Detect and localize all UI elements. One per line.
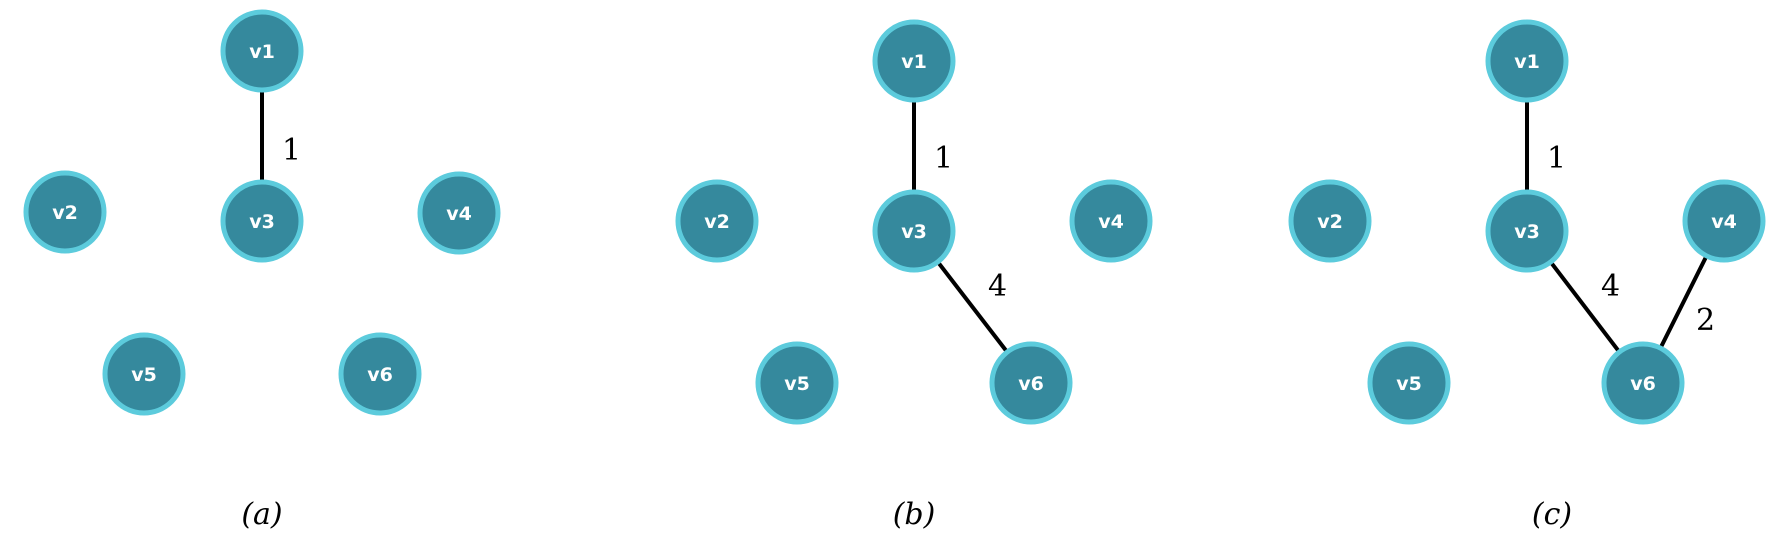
node-v1: v1 <box>872 19 956 103</box>
node-label: v3 <box>901 221 927 243</box>
node-circle <box>989 341 1073 425</box>
node-label: v6 <box>367 364 393 386</box>
node-label: v1 <box>1514 51 1540 73</box>
node-v4: v4 <box>1682 179 1766 263</box>
panel-a: v1 v2 v3 v4 v5 v6 1 (a) <box>23 9 501 532</box>
node-circle <box>1069 179 1153 263</box>
node-v4: v4 <box>1069 179 1153 263</box>
edge-weight-label: 1 <box>934 141 953 176</box>
node-circle <box>1288 179 1372 263</box>
node-v5: v5 <box>102 332 186 416</box>
node-label: v1 <box>249 41 275 63</box>
panel-b: v1 v2 v3 v4 v5 v6 1 4 (b) <box>675 19 1153 532</box>
node-v3: v3 <box>220 179 304 263</box>
node-label: v4 <box>1098 211 1124 233</box>
node-circle <box>23 170 107 254</box>
node-label: v4 <box>446 203 472 225</box>
node-v6: v6 <box>338 332 422 416</box>
panel-caption: (c) <box>1532 497 1572 532</box>
node-circle <box>872 189 956 273</box>
node-circle <box>755 341 839 425</box>
edge-weight-label: 2 <box>1696 303 1715 338</box>
node-label: v2 <box>52 202 78 224</box>
node-v2: v2 <box>23 170 107 254</box>
node-circle <box>1485 19 1569 103</box>
node-circle <box>872 19 956 103</box>
node-v2: v2 <box>675 179 759 263</box>
node-label: v5 <box>1396 373 1422 395</box>
node-v1: v1 <box>1485 19 1569 103</box>
node-label: v3 <box>249 211 275 233</box>
node-circle <box>102 332 186 416</box>
node-circle <box>220 9 304 93</box>
node-circle <box>220 179 304 263</box>
node-v5: v5 <box>1367 341 1451 425</box>
node-circle <box>1367 341 1451 425</box>
node-circle <box>1601 341 1685 425</box>
node-v5: v5 <box>755 341 839 425</box>
node-v4: v4 <box>417 171 501 255</box>
panel-caption: (a) <box>241 497 282 532</box>
node-label: v5 <box>131 364 157 386</box>
edge-weight-label: 4 <box>1601 269 1620 304</box>
node-circle <box>1485 189 1569 273</box>
node-label: v5 <box>784 373 810 395</box>
node-v6: v6 <box>1601 341 1685 425</box>
node-label: v6 <box>1630 373 1656 395</box>
node-circle <box>1682 179 1766 263</box>
node-v3: v3 <box>1485 189 1569 273</box>
edge-weight-label: 4 <box>988 269 1007 304</box>
panel-caption: (b) <box>893 497 936 532</box>
node-v6: v6 <box>989 341 1073 425</box>
node-circle <box>675 179 759 263</box>
panel-c: v1 v2 v3 v4 v5 v6 1 4 2 (c) <box>1288 19 1766 532</box>
node-label: v3 <box>1514 221 1540 243</box>
node-v1: v1 <box>220 9 304 93</box>
node-label: v2 <box>704 211 730 233</box>
node-label: v6 <box>1018 373 1044 395</box>
node-label: v1 <box>901 51 927 73</box>
node-label: v2 <box>1317 211 1343 233</box>
node-circle <box>417 171 501 255</box>
node-label: v4 <box>1711 211 1737 233</box>
node-v2: v2 <box>1288 179 1372 263</box>
edge-weight-label: 1 <box>282 133 301 168</box>
edge-weight-label: 1 <box>1547 141 1566 176</box>
node-v3: v3 <box>872 189 956 273</box>
node-circle <box>338 332 422 416</box>
